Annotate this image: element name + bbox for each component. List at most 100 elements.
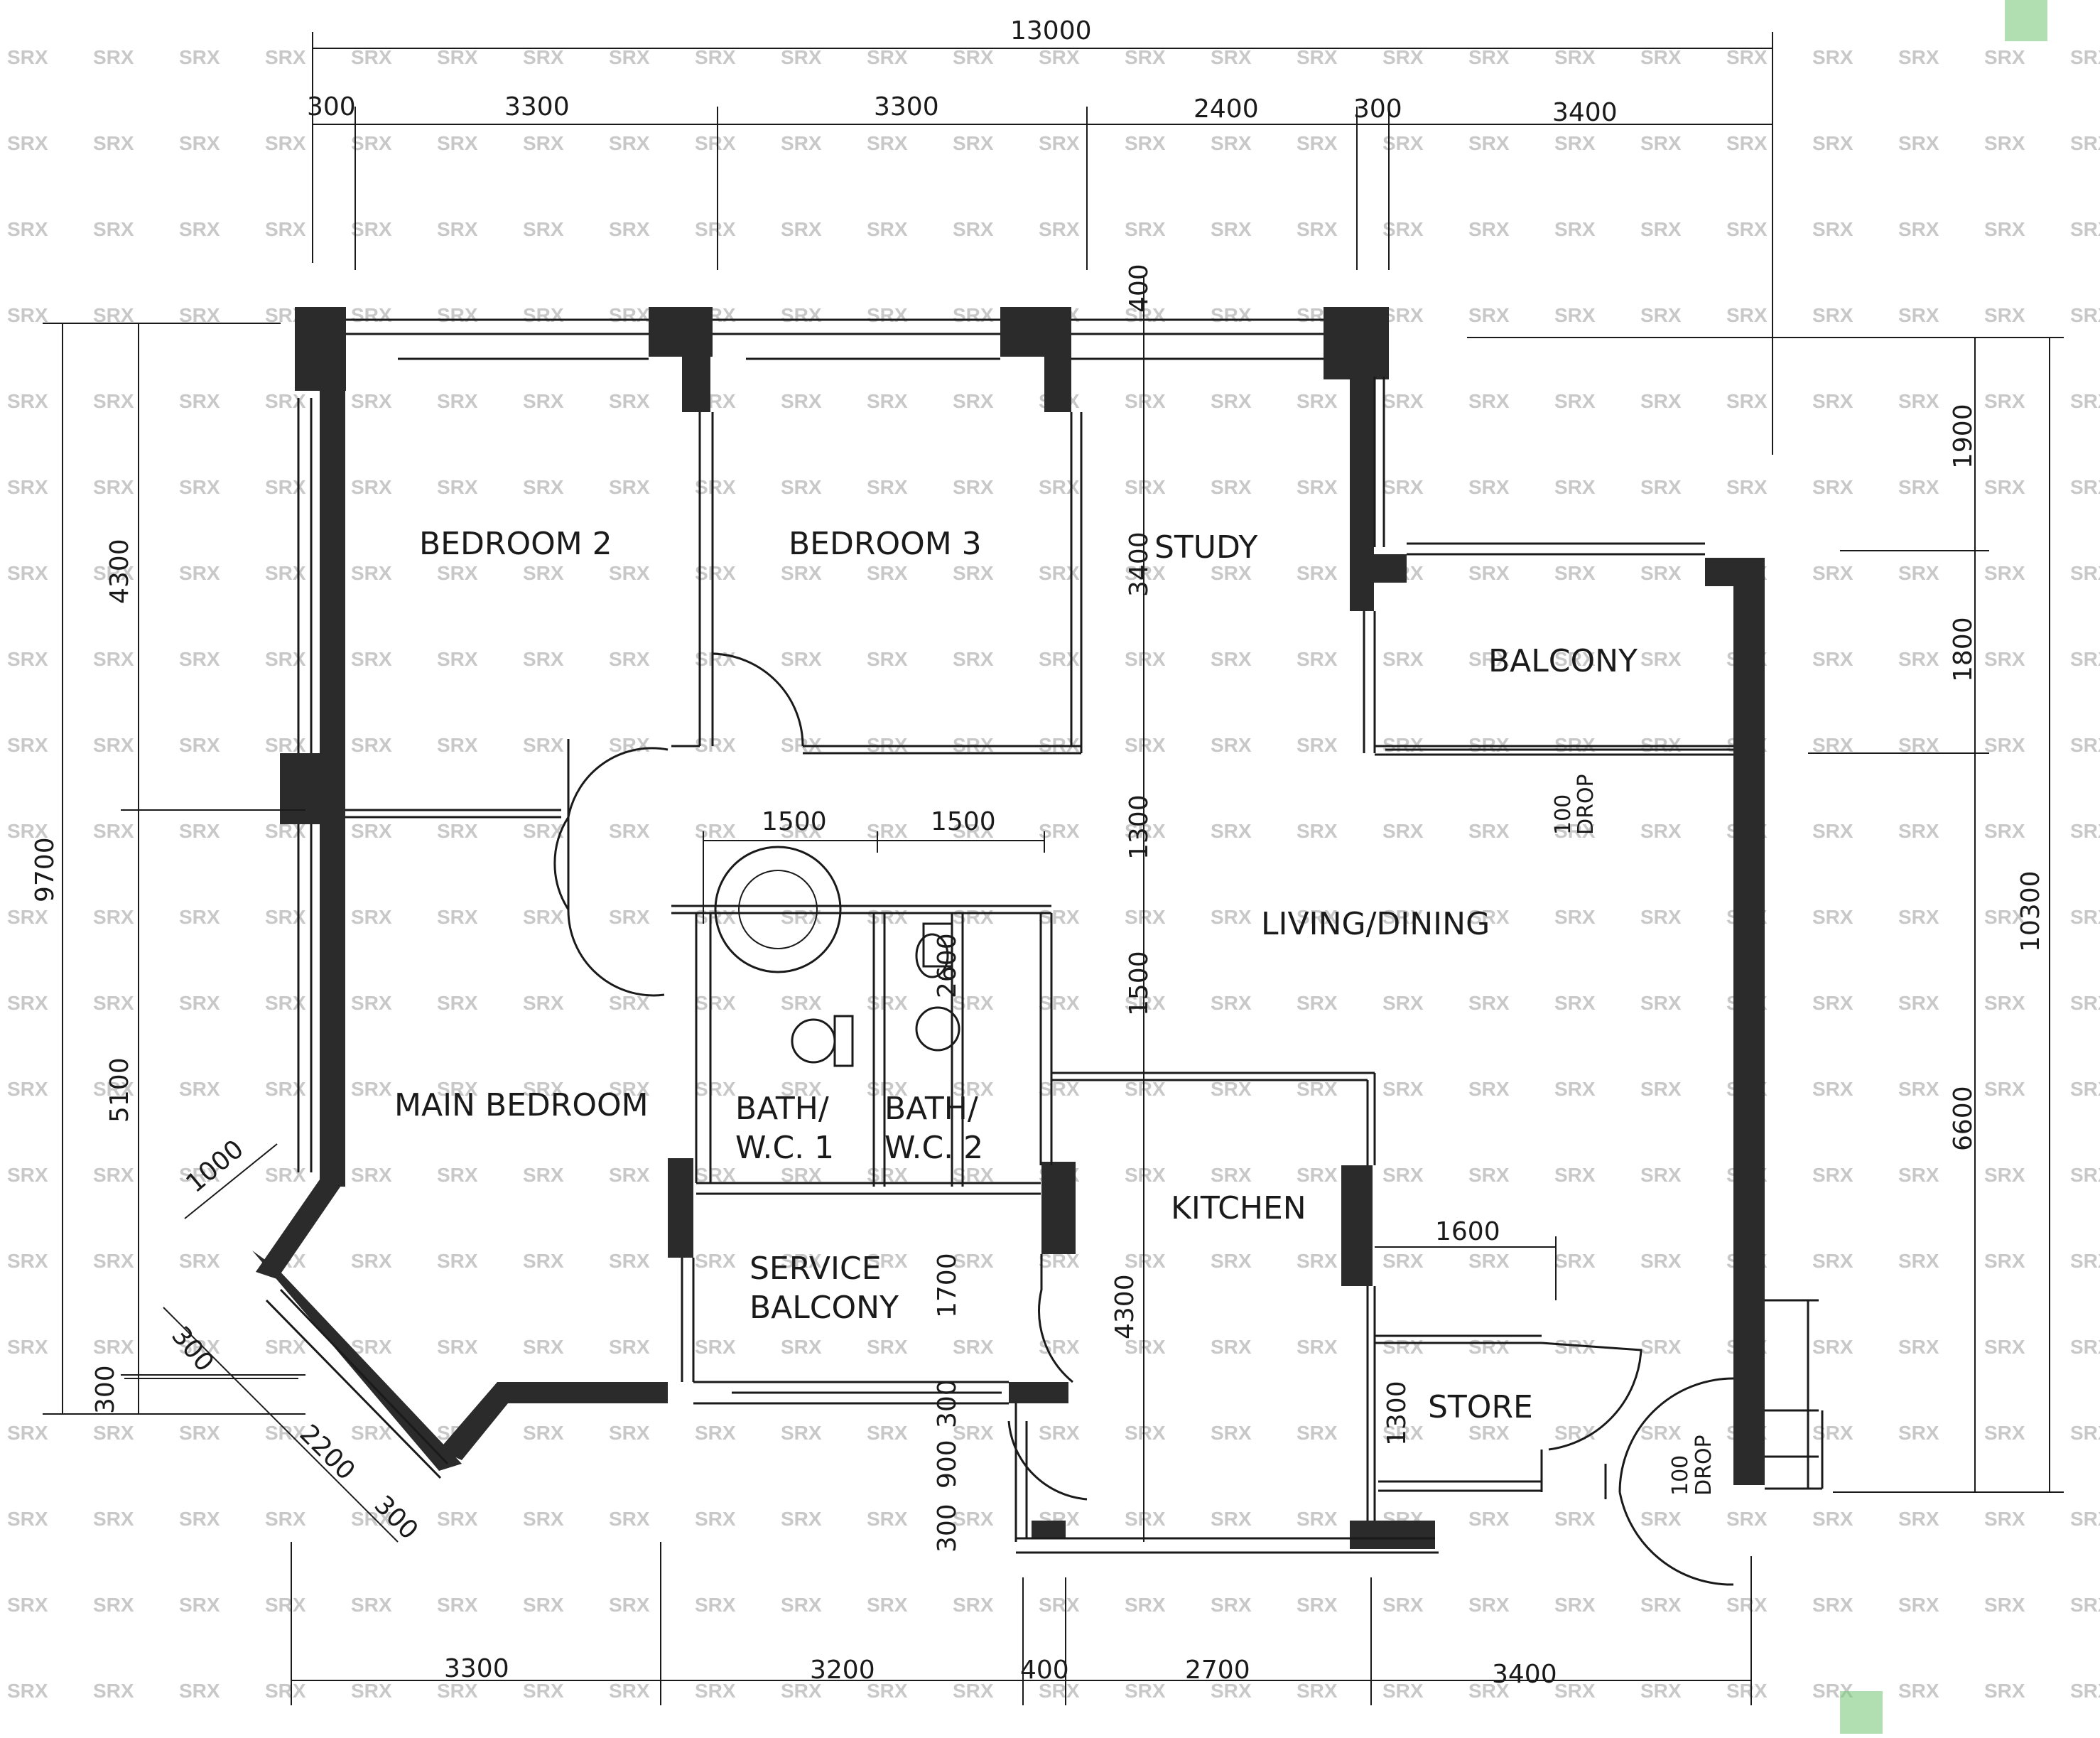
watermark-text: SRX xyxy=(7,1250,48,1272)
watermark-text: SRX xyxy=(265,476,306,498)
watermark-text: SRX xyxy=(1125,46,1166,68)
watermark-text: SRX xyxy=(2070,46,2100,68)
watermark-text: SRX xyxy=(1039,1680,1080,1702)
watermark-text: SRX xyxy=(1211,132,1252,154)
watermark-text: SRX xyxy=(1554,992,1596,1014)
watermark-text: SRX xyxy=(351,992,392,1014)
watermark-text: SRX xyxy=(1898,390,1939,412)
watermark-text: SRX xyxy=(7,562,48,584)
watermark-text: SRX xyxy=(351,476,392,498)
watermark-text: SRX xyxy=(695,476,736,498)
dim-left-2: 5100 xyxy=(105,1057,134,1123)
watermark-text: SRX xyxy=(609,1336,650,1358)
watermark-text: SRX xyxy=(2070,476,2100,498)
watermark-text: SRX xyxy=(953,390,994,412)
watermark-text: SRX xyxy=(953,218,994,240)
partitions xyxy=(265,318,1824,1586)
watermark-text: SRX xyxy=(1984,1680,2025,1702)
watermark-text: SRX xyxy=(2070,1336,2100,1358)
watermark-text: SRX xyxy=(351,1422,392,1444)
watermark-text: SRX xyxy=(1468,46,1510,68)
watermark-text: SRX xyxy=(1297,132,1338,154)
watermark-text: SRX xyxy=(93,1078,134,1100)
watermark-text: SRX xyxy=(93,734,134,756)
watermark-text: SRX xyxy=(1812,562,1853,584)
dim-diagonal-2: 300 xyxy=(166,1321,220,1377)
watermark-text: SRX xyxy=(781,992,822,1014)
watermark-text: SRX xyxy=(1726,46,1768,68)
watermark-text: SRX xyxy=(1554,648,1596,670)
watermark-text: SRX xyxy=(1468,906,1510,928)
watermark-text: SRX xyxy=(1468,1078,1510,1100)
label-bath-1-line-2: W.C. 1 xyxy=(735,1130,834,1166)
dim-bottom-2: 3200 xyxy=(810,1656,875,1685)
watermark-text: SRX xyxy=(523,390,564,412)
watermark-text: SRX xyxy=(1898,218,1939,240)
dim-study-2: 3400 xyxy=(1125,531,1154,597)
corner-mark-top xyxy=(2005,0,2047,41)
watermark-text: SRX xyxy=(781,1336,822,1358)
watermark-text: SRX xyxy=(953,1422,994,1444)
watermark-text: SRX xyxy=(523,1680,564,1702)
watermark-text: SRX xyxy=(695,562,736,584)
watermark-text: SRX xyxy=(2070,1078,2100,1100)
watermark-text: SRX xyxy=(609,1164,650,1186)
watermark-text: SRX xyxy=(1468,1336,1510,1358)
watermark-text: SRX xyxy=(351,562,392,584)
watermark-text: SRX xyxy=(7,1422,48,1444)
watermark-text: SRX xyxy=(1898,820,1939,842)
label-kitchen: KITCHEN xyxy=(1171,1190,1306,1226)
watermark-text: SRX xyxy=(1297,562,1338,584)
watermark-text: SRX xyxy=(179,1594,220,1616)
watermark-text: SRX xyxy=(351,906,392,928)
label-balcony: BALCONY xyxy=(1488,643,1638,679)
watermark-text: SRX xyxy=(1984,218,2025,240)
watermark-text: SRX xyxy=(1125,218,1166,240)
watermark-text: SRX xyxy=(1211,1508,1252,1530)
watermark-text: SRX xyxy=(1125,1508,1166,1530)
watermark-text: SRX xyxy=(1898,992,1939,1014)
watermark-text: SRX xyxy=(2070,906,2100,928)
watermark-text: SRX xyxy=(1297,1594,1338,1616)
watermark-text: SRX xyxy=(437,992,478,1014)
watermark-text: SRX xyxy=(1640,992,1682,1014)
watermark-text: SRX xyxy=(1468,132,1510,154)
watermark-text: SRX xyxy=(609,132,650,154)
watermark-text: SRX xyxy=(351,132,392,154)
watermark-text: SRX xyxy=(609,562,650,584)
note-drop-bottom-label: DROP xyxy=(1692,1435,1716,1496)
watermark-text: SRX xyxy=(1812,906,1853,928)
watermark-text: SRX xyxy=(1382,1078,1424,1100)
watermark-text: SRX xyxy=(179,46,220,68)
watermark-text: SRX xyxy=(1898,132,1939,154)
watermark-text: SRX xyxy=(2070,648,2100,670)
watermark-text: SRX xyxy=(93,562,134,584)
dim-lower-2: 900 xyxy=(933,1440,962,1489)
watermark-text: SRX xyxy=(7,648,48,670)
watermark-text: SRX xyxy=(1726,1680,1768,1702)
watermark-text: SRX xyxy=(1554,1508,1596,1530)
watermark-text: SRX xyxy=(437,1250,478,1272)
watermark-text: SRX xyxy=(781,218,822,240)
watermark-text: SRX xyxy=(437,1336,478,1358)
watermark-text: SRX xyxy=(2070,1680,2100,1702)
watermark-text: SRX xyxy=(1297,992,1338,1014)
watermark-text: SRX xyxy=(695,1078,736,1100)
watermark-text: SRX xyxy=(351,390,392,412)
watermark-text: SRX xyxy=(523,1422,564,1444)
watermark-text: SRX xyxy=(1812,46,1853,68)
watermark-text: SRX xyxy=(1297,46,1338,68)
watermark-text: SRX xyxy=(1640,1078,1682,1100)
watermark-text: SRX xyxy=(351,820,392,842)
watermark-text: SRX xyxy=(1812,1508,1853,1530)
watermark-text: SRX xyxy=(609,1680,650,1702)
dim-left-3: 300 xyxy=(91,1365,120,1414)
watermark-text: SRX xyxy=(1039,1336,1080,1358)
watermark-text: SRX xyxy=(523,304,564,326)
watermark-text: SRX xyxy=(1640,820,1682,842)
watermark-text: SRX xyxy=(1640,906,1682,928)
watermark-text: SRX xyxy=(351,304,392,326)
dim-study-4: 1500 xyxy=(1125,951,1154,1016)
watermark-text: SRX xyxy=(179,304,220,326)
